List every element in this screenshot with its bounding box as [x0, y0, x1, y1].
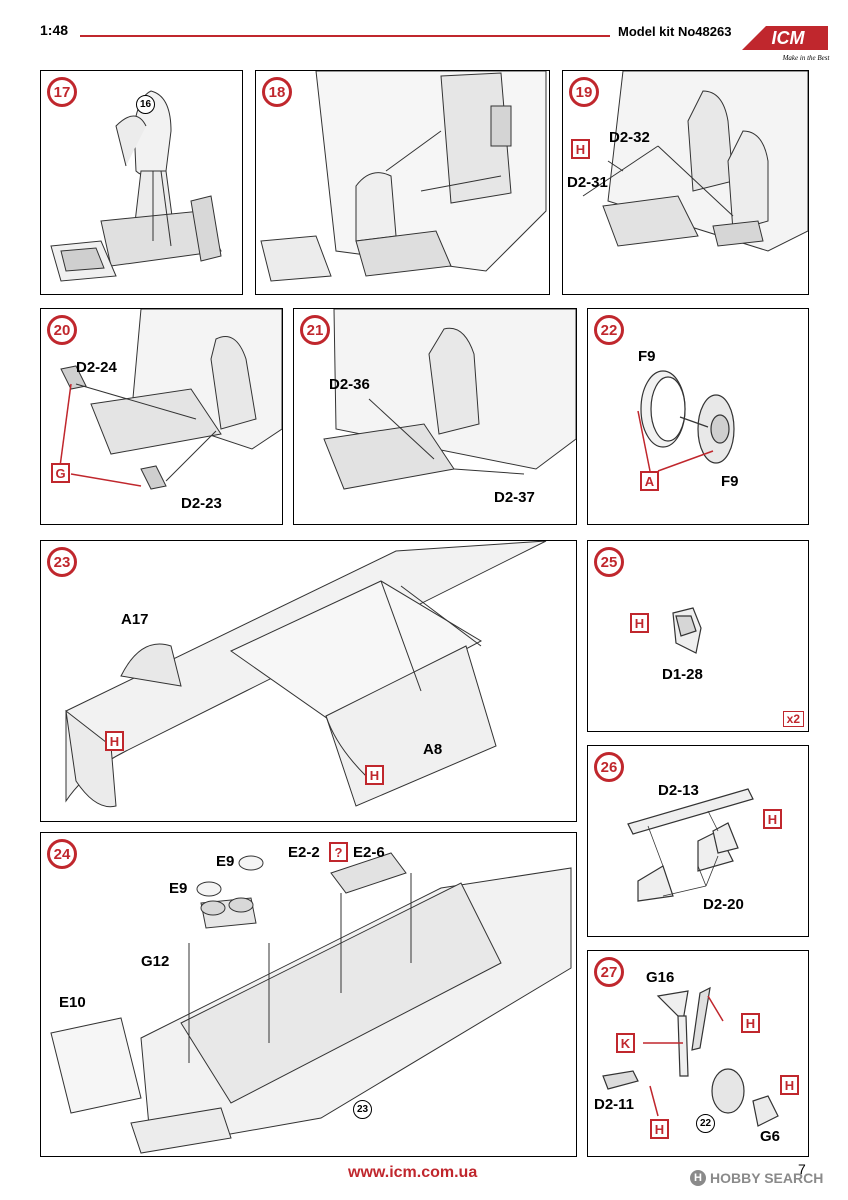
step-18-drawing: [260, 71, 547, 282]
step-24-part-e9-left: E9: [169, 880, 188, 897]
step-22-badge: 22: [594, 315, 624, 345]
step-24-part-e2-2: E2-2: [288, 844, 320, 861]
step-25-panel: 25 H D1-28 x2: [587, 540, 809, 732]
step-19-part-d2-32: D2-32: [609, 129, 650, 146]
step-25-part-d1-28: D1-28: [662, 666, 703, 683]
header-rule: [80, 35, 610, 37]
step-21-panel: 21 D2-36 D2-37: [293, 308, 577, 525]
step-20-drawing: [58, 309, 282, 490]
logo-tagline: Make in the Best: [782, 54, 831, 62]
step-23-paint-h-right: H: [365, 765, 384, 785]
step-27-part-d2-11: D2-11: [594, 1096, 635, 1113]
step-17-ref: 16: [136, 95, 155, 114]
page-number: 7: [798, 1161, 806, 1177]
step-26-badge: 26: [594, 752, 624, 782]
step-26-panel: 26 D2-13 D2-20 H: [587, 745, 809, 937]
step-20-badge: 20: [47, 315, 77, 345]
step-27-drawing: [602, 986, 779, 1127]
step-27-paint-h-right: H: [780, 1075, 799, 1095]
step-23-paint-h-left: H: [105, 731, 124, 751]
step-24-part-e2-6: E2-6: [353, 844, 385, 861]
step-24-badge: 24: [47, 839, 77, 869]
step-21-part-d2-37: D2-37: [494, 489, 535, 506]
step-27-badge: 27: [594, 957, 624, 987]
watermark-text: HOBBY SEARCH: [710, 1170, 824, 1186]
step-24-panel: 24 E9 E9 G12 E10 E2-2 ? E2-6 23: [40, 832, 577, 1157]
watermark: H HOBBY SEARCH: [690, 1170, 823, 1186]
step-17-drawing: [50, 90, 222, 282]
step-22-drawing: [637, 370, 735, 472]
step-17-panel: 17 16: [40, 70, 243, 295]
step-23-badge: 23: [47, 547, 77, 577]
step-24-part-e9-top: E9: [216, 853, 235, 870]
step-26-part-d2-20: D2-20: [703, 896, 744, 913]
step-24-part-g12: G12: [141, 953, 170, 970]
step-19-part-d2-31: D2-31: [567, 174, 608, 191]
step-24-part-e10: E10: [59, 994, 86, 1011]
step-19-panel: 19 D2-32 D2-31 H: [562, 70, 809, 295]
step-25-badge: 25: [594, 547, 624, 577]
logo-text: ICM: [772, 28, 806, 48]
step-20-part-d2-24: D2-24: [76, 359, 117, 376]
brand-logo: ICM Make in the Best: [736, 22, 832, 66]
step-23-drawing: [65, 541, 547, 808]
step-27-paint-h-top: H: [741, 1013, 760, 1033]
step-27-panel: 27 G16 H K D2-11 H H 22 G6: [587, 950, 809, 1157]
scale-label: 1:48: [40, 22, 69, 38]
footer-url[interactable]: www.icm.com.ua: [348, 1164, 478, 1181]
step-18-badge: 18: [262, 77, 292, 107]
step-27-paint-h-bottom: H: [650, 1119, 669, 1139]
step-18-panel: 18: [255, 70, 550, 295]
step-21-badge: 21: [300, 315, 330, 345]
step-21-part-d2-36: D2-36: [329, 376, 370, 393]
step-19-paint-h: H: [571, 139, 590, 159]
step-25-multiplier: x2: [782, 711, 804, 727]
step-23-part-a8: A8: [423, 741, 443, 758]
step-26-drawing: [627, 788, 754, 902]
step-27-part-g6: G6: [760, 1128, 781, 1145]
step-17-badge: 17: [47, 77, 77, 107]
step-20-paint-g: G: [51, 463, 70, 483]
step-19-badge: 19: [569, 77, 599, 107]
step-24-ref: 23: [353, 1100, 372, 1119]
kit-number: Model kit No48263: [618, 24, 732, 39]
step-25-drawing: [672, 607, 702, 654]
step-25-paint-h: H: [630, 613, 649, 633]
step-22-paint-a: A: [640, 471, 659, 491]
step-19-drawing: [582, 71, 808, 252]
step-24-query-badge: ?: [329, 842, 348, 862]
step-20-part-d2-23: D2-23: [181, 495, 222, 512]
watermark-icon: H: [690, 1170, 706, 1186]
step-27-ref: 22: [696, 1114, 715, 1133]
step-22-part-f9-top: F9: [638, 348, 656, 365]
step-24-drawing: [50, 852, 572, 1154]
step-22-panel: 22 F9 F9 A: [587, 308, 809, 525]
step-22-part-f9-bottom: F9: [721, 473, 739, 490]
step-23-part-a17: A17: [121, 611, 149, 628]
step-27-part-g16: G16: [646, 969, 675, 986]
step-26-part-d2-13: D2-13: [658, 782, 699, 799]
step-27-paint-k: K: [616, 1033, 635, 1053]
step-20-panel: 20 D2-24 D2-23 G: [40, 308, 283, 525]
step-23-panel: 23 A17 A8 H H: [40, 540, 577, 822]
step-21-drawing: [323, 309, 576, 490]
step-26-paint-h: H: [763, 809, 782, 829]
